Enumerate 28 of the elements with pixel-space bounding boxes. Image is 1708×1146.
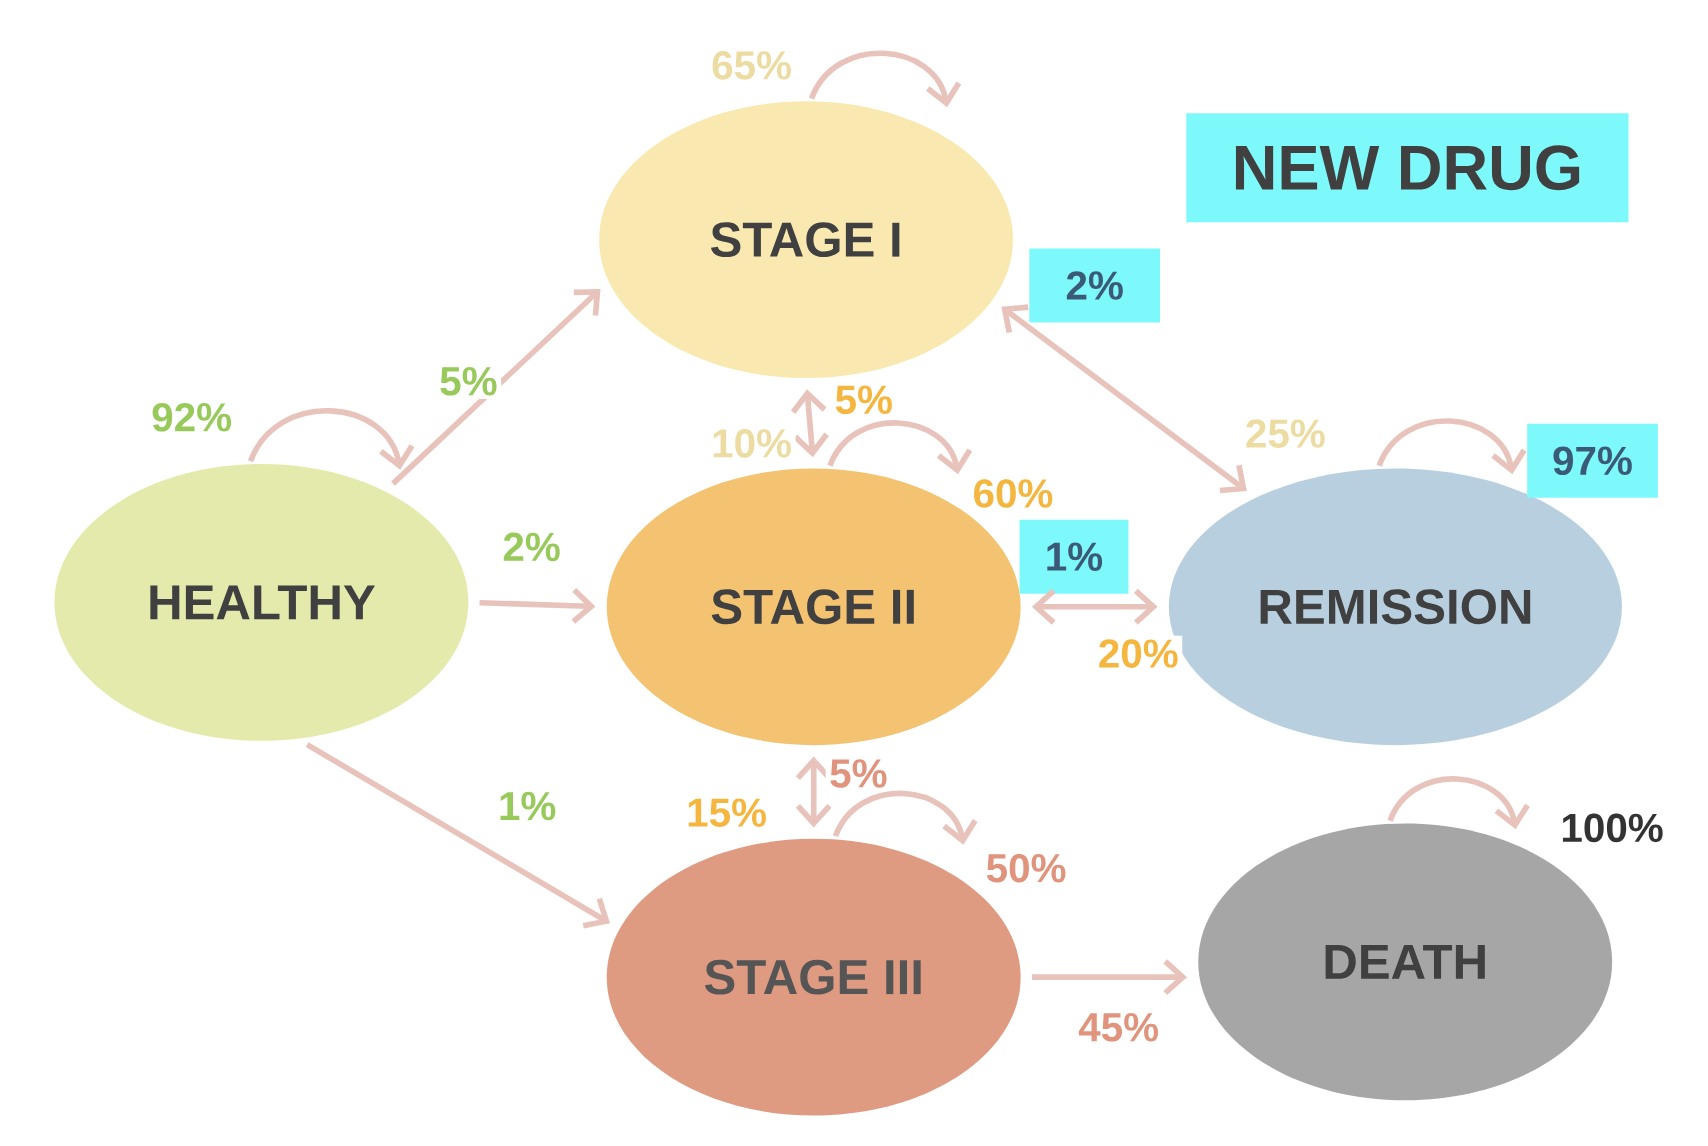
edge-label: 65% <box>707 47 796 84</box>
arrow <box>391 288 601 486</box>
edge-label: 2% <box>498 529 565 565</box>
arrow <box>833 790 978 845</box>
edge-label: 5% <box>435 363 502 400</box>
arrow <box>248 408 415 470</box>
arrow <box>1031 588 1158 625</box>
arrow <box>1031 959 1187 996</box>
arrow <box>1387 776 1530 830</box>
arrow <box>305 742 611 929</box>
highlight-box: 97% <box>1527 423 1658 498</box>
highlight-box: 2% <box>1029 248 1161 323</box>
edge-label: 92% <box>147 399 236 436</box>
arrow <box>827 420 973 475</box>
probability-label: 5% <box>825 755 892 792</box>
probability-label: 10% <box>707 425 796 462</box>
arrow <box>479 587 596 624</box>
highlight-box: 1% <box>1019 519 1129 594</box>
highlight-box: NEW DRUG <box>1186 113 1629 223</box>
probability-label: 20% <box>1094 635 1183 672</box>
arrow <box>1001 304 1247 494</box>
probability-label: 25% <box>1241 415 1330 452</box>
probability-label: 15% <box>682 794 771 831</box>
edge-label: 45% <box>1074 1009 1163 1046</box>
edge-label: 1% <box>494 788 560 824</box>
arrow <box>1376 418 1527 475</box>
arrow <box>809 50 962 108</box>
probability-label: 5% <box>831 382 897 418</box>
